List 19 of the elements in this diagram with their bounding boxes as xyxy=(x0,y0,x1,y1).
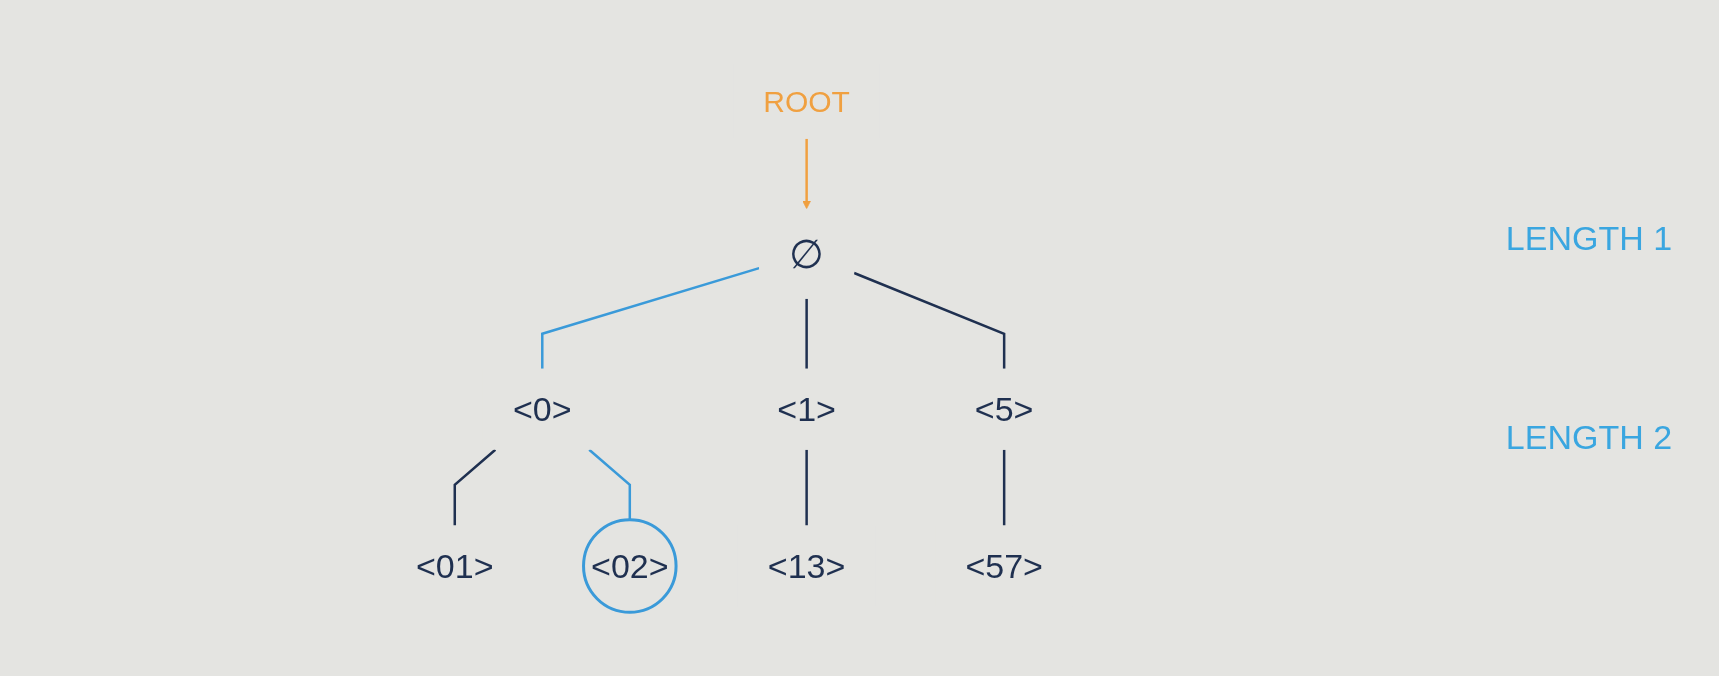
connector xyxy=(853,271,1006,369)
level-label: LENGTH 1 xyxy=(1504,219,1674,258)
node-text: <13> xyxy=(767,546,846,585)
connector xyxy=(1002,449,1006,526)
node-text: <1> xyxy=(777,389,836,428)
node-text: ROOT xyxy=(763,84,850,118)
arrow xyxy=(802,138,812,210)
node-circle: <02> xyxy=(582,518,678,614)
level-label: LENGTH 2 xyxy=(1504,418,1674,457)
connector xyxy=(541,266,760,369)
node-text: <01> xyxy=(416,546,494,585)
node-text: <57> xyxy=(965,546,1043,585)
connector xyxy=(805,449,808,526)
node-text: <0> xyxy=(513,389,572,428)
node-text: <5> xyxy=(974,389,1034,428)
node-text: ∅ xyxy=(789,231,825,276)
connector xyxy=(453,448,497,526)
connector xyxy=(805,298,808,369)
connector xyxy=(588,448,632,520)
